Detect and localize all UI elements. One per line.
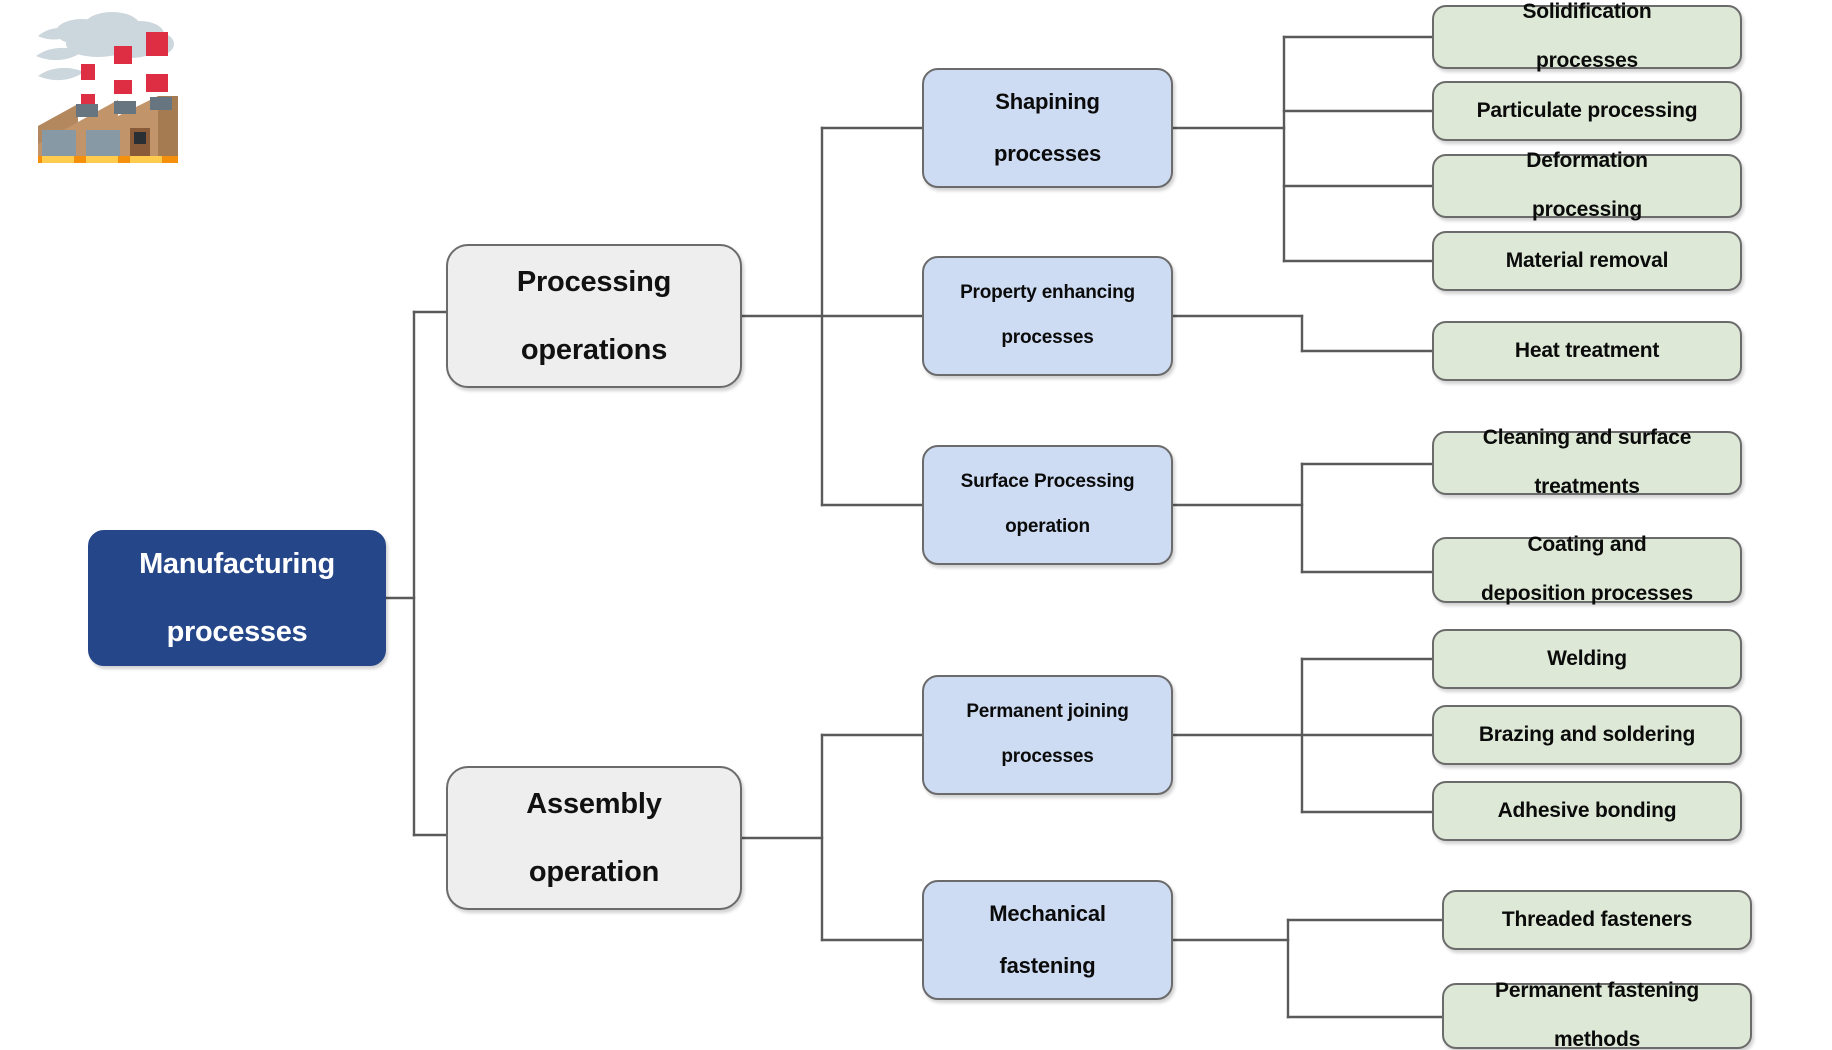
factory-icon xyxy=(36,12,178,163)
node-label-line1: Deformation xyxy=(1526,148,1648,172)
node-label: Deformation processing xyxy=(1444,149,1730,223)
node-label: Manufacturing processes xyxy=(100,547,374,650)
node-particulate-processing[interactable]: Particulate processing xyxy=(1432,81,1742,141)
node-label-line1: Property enhancing xyxy=(960,282,1135,304)
node-label: Permanent fastening methods xyxy=(1454,979,1740,1050)
node-shapining-processes[interactable]: Shapining processes xyxy=(922,68,1173,188)
node-property-enhancing-processes[interactable]: Property enhancing processes xyxy=(922,256,1173,376)
node-label-line2: methods xyxy=(1553,1028,1641,1050)
node-label-line2: operations xyxy=(520,334,668,367)
node-label: Brazing and soldering xyxy=(1478,722,1696,746)
node-manufacturing-processes[interactable]: Manufacturing processes xyxy=(88,530,386,666)
node-deformation-processing[interactable]: Deformation processing xyxy=(1432,149,1742,221)
node-label-line1: Mechanical xyxy=(989,901,1106,927)
node-label-line2: operation xyxy=(528,856,660,889)
node-surface-processing-operation[interactable]: Surface Processing operation xyxy=(922,445,1173,565)
node-label: Solidification processes xyxy=(1444,0,1730,74)
node-label-line1: Coating and xyxy=(1527,532,1647,556)
node-label-line1: Assembly xyxy=(526,787,662,820)
node-label-line1: Permanent joining xyxy=(966,701,1129,723)
node-assembly-operation[interactable]: Assembly operation xyxy=(446,766,742,910)
node-label: Shapining processes xyxy=(934,89,1161,167)
node-heat-treatment[interactable]: Heat treatment xyxy=(1432,321,1742,381)
node-label: Permanent joining processes xyxy=(934,701,1161,768)
node-label: Assembly operation xyxy=(458,787,730,890)
node-label-line1: Cleaning and surface xyxy=(1482,425,1692,449)
node-label-line1: Processing xyxy=(516,265,672,298)
node-label: Threaded fasteners xyxy=(1501,907,1693,931)
node-label-line2: processes xyxy=(1001,327,1094,349)
node-label-line2: fastening xyxy=(999,952,1096,978)
node-material-removal[interactable]: Material removal xyxy=(1432,231,1742,291)
node-label: Processing operations xyxy=(458,265,730,368)
node-label: Heat treatment xyxy=(1514,338,1660,362)
node-label-line2: operation xyxy=(1005,516,1090,538)
node-label-line1: Shapining xyxy=(995,89,1100,115)
node-label: Adhesive bonding xyxy=(1497,798,1677,822)
node-solidification-processes[interactable]: Solidification processes xyxy=(1432,0,1742,72)
node-welding[interactable]: Welding xyxy=(1432,629,1742,689)
node-label-line2: treatments xyxy=(1534,475,1640,499)
node-label: Coating and deposition processes xyxy=(1444,533,1730,607)
node-label: Mechanical fastening xyxy=(934,901,1161,979)
node-mechanical-fastening[interactable]: Mechanical fastening xyxy=(922,880,1173,1000)
node-label: Welding xyxy=(1547,646,1627,670)
node-coating-and-deposition-processes[interactable]: Coating and deposition processes xyxy=(1432,533,1742,605)
node-label-line1: Surface Processing xyxy=(960,471,1135,493)
node-threaded-fasteners[interactable]: Threaded fasteners xyxy=(1442,890,1752,950)
node-permanent-joining-processes[interactable]: Permanent joining processes xyxy=(922,675,1173,795)
node-label-line1: Solidification xyxy=(1522,0,1652,23)
node-label-line2: processes xyxy=(1001,746,1094,768)
node-label-line2: processes xyxy=(993,140,1102,166)
node-brazing-and-soldering[interactable]: Brazing and soldering xyxy=(1432,705,1742,765)
node-label-line2: processing xyxy=(1531,198,1643,222)
node-cleaning-and-surface-treatments[interactable]: Cleaning and surface treatments xyxy=(1432,426,1742,498)
node-label-line1: Manufacturing xyxy=(139,547,335,580)
node-label: Particulate processing xyxy=(1476,98,1698,122)
node-label: Cleaning and surface treatments xyxy=(1444,426,1730,500)
node-adhesive-bonding[interactable]: Adhesive bonding xyxy=(1432,781,1742,841)
node-label-line2: processes xyxy=(1535,49,1639,73)
node-processing-operations[interactable]: Processing operations xyxy=(446,244,742,388)
node-permanent-fastening-methods[interactable]: Permanent fastening methods xyxy=(1442,979,1752,1050)
node-label-line2: deposition processes xyxy=(1481,582,1693,606)
node-label: Surface Processing operation xyxy=(934,471,1161,538)
node-label-line2: processes xyxy=(166,616,308,649)
node-label: Property enhancing processes xyxy=(934,282,1161,349)
node-label-line1: Permanent fastening xyxy=(1495,978,1699,1002)
node-label: Material removal xyxy=(1505,248,1669,272)
